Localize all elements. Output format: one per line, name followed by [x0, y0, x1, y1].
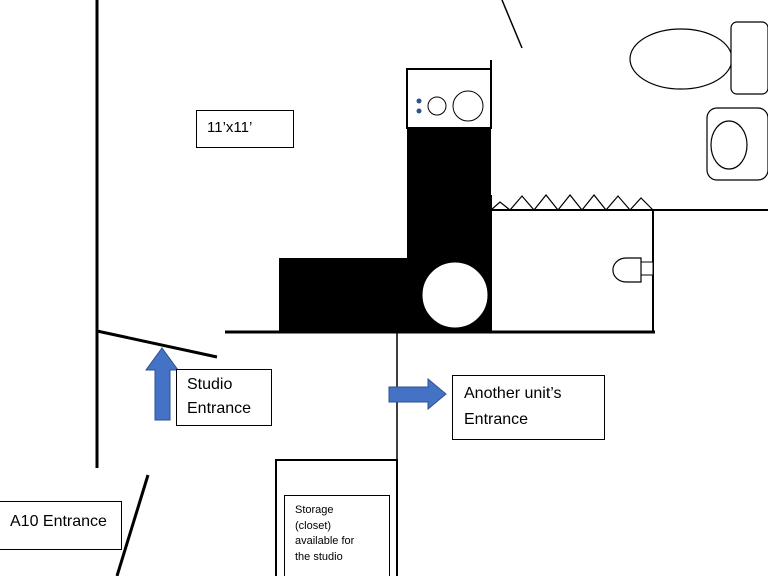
side-toilet-tank	[640, 261, 654, 276]
studio-entrance-line2: Entrance	[187, 400, 252, 417]
burner-small	[427, 96, 447, 116]
burner-large	[452, 90, 484, 122]
storage-line4: the studio	[295, 550, 343, 563]
burner-dot-top	[416, 98, 422, 104]
studio-door	[96, 329, 218, 359]
a10-door	[115, 474, 150, 576]
storage-closet	[275, 459, 398, 576]
sink	[421, 261, 489, 329]
fixture-tank	[730, 21, 768, 95]
another-unit-entrance-label: Another unit’s Entrance	[452, 375, 605, 440]
studio-entrance-arrow	[145, 347, 179, 421]
storage-label: Storage (closet) available for the studi…	[284, 495, 390, 576]
burner-dot-bottom	[416, 108, 422, 114]
another-entrance-arrow	[388, 377, 447, 411]
storage-line3: available for	[295, 535, 355, 547]
door-line-top	[501, 0, 523, 49]
bathtub-oval	[629, 28, 733, 90]
side-toilet-bowl	[612, 257, 642, 283]
studio-entrance-label: Studio Entrance	[176, 369, 272, 426]
shower-curtain	[490, 194, 654, 211]
storage-line2: (closet)	[295, 519, 332, 532]
toilet-bowl	[710, 120, 748, 170]
another-entrance-line1: Another unit’s	[464, 385, 562, 402]
another-entrance-line2: Entrance	[464, 411, 529, 428]
storage-line1: Storage	[295, 504, 334, 516]
a10-entrance-label: A10 Entrance	[0, 501, 122, 550]
room-size-label: 11’x11’	[196, 110, 294, 148]
studio-entrance-line1: Studio	[187, 376, 233, 393]
